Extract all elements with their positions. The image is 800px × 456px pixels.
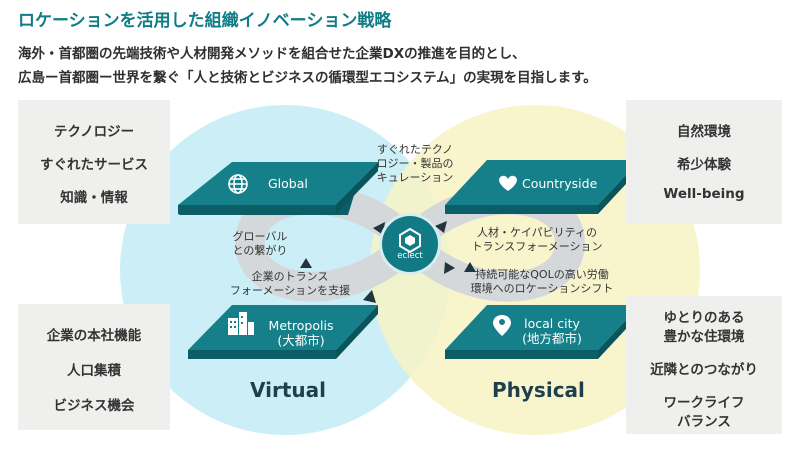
flow-label-lower-left-line-1: 企業のトランス [251,270,329,283]
flow-label-right: 人材・ケイパビリティの トランスフォーメーション [462,226,612,254]
arrow-metropolis-to-global [300,258,312,268]
location-pin-icon [493,315,511,336]
right-bottom-item-3: 近隣とのつながり [650,362,758,378]
platform-countryside-label: Countryside [522,176,598,191]
right-bottom-item-4: ワークライフ [663,395,745,411]
platform-local-city-name: local city [524,316,580,331]
left-bottom-item-1: 企業の本社機能 [46,328,142,344]
platform-metropolis-name: Metropolis [268,318,334,333]
left-bottom-item-2: 人口集積 [67,363,121,379]
flow-label-top-line-2: ロジー・製品の [376,157,454,170]
left-bottom-item-3: ビジネス機会 [53,398,135,414]
flow-label-lower-left: 企業のトランス フォーメーションを支援 [220,270,360,298]
right-top-item-3: Well-being [663,186,745,202]
flow-label-lower-right: 持続可能なQOLの高い労働 環境へのロケーションシフト [462,268,622,296]
arrow-center-to-metropolis [363,290,376,303]
right-bottom-item-2: 豊かな住環境 [663,329,745,345]
flow-label-left-line-2: との繋がり [232,244,288,257]
platform-metropolis-sub: (大都市) [277,333,325,348]
virtual-label: Virtual [250,378,326,402]
center-eclect: eclect [382,216,438,272]
physical-label: Physical [492,378,585,402]
flow-label-left-line-1: グローバル [232,230,288,243]
building-icon [228,312,254,335]
eclect-logo-icon [399,227,421,254]
flow-label-top: すぐれたテクノ ロジー・製品の キュレーション [360,143,470,185]
page-title: ロケーションを活用した組織イノベーション戦略 [18,11,392,31]
platform-global [178,162,378,215]
flow-label-lower-right-line-1: 持続可能なQOLの高い労働 [475,268,609,281]
arrow-local-to-countryside [464,262,476,272]
flow-label-top-line-1: すぐれたテクノ [376,143,454,156]
platform-local-city-label: local city (地方都市) [510,316,594,346]
flow-label-right-line-1: 人材・ケイパビリティの [477,226,597,239]
flow-label-top-line-3: キュレーション [376,171,454,184]
left-top-box: テクノロジー すぐれたサービス 知識・情報 [18,100,170,224]
right-bottom-item-5: バランス [677,414,731,430]
right-bottom-box: ゆとりのある 豊かな住環境 近隣とのつながり ワークライフ バランス [626,296,782,434]
right-top-box: 自然環境 希少体験 Well-being [626,100,782,224]
platform-metropolis [188,305,378,359]
heart-icon [499,175,517,191]
left-bottom-box: 企業の本社機能 人口集積 ビジネス機会 [18,304,170,430]
intro-line-2: 広島ー首都圏ー世界を繋ぐ「人と技術とビジネスの循環型エコシステム」の実現を目指し… [18,70,597,86]
flow-arrows [300,221,476,303]
platform-metropolis-label: Metropolis (大都市) [260,318,342,348]
left-top-item-3: 知識・情報 [60,190,128,206]
arrow-local-to-center [444,262,455,274]
right-bottom-item-1: ゆとりのある [663,310,745,326]
arrow-center-to-countryside [435,221,447,233]
globe-icon [228,174,248,194]
right-top-item-1: 自然環境 [677,124,731,140]
left-top-item-1: テクノロジー [53,124,135,140]
flow-label-left: グローバル との繋がり [220,230,300,258]
intro-line-1: 海外・首都圏の先端技術や人材開発メソッドを組合せた企業DXの推進を目的とし、 [18,46,526,62]
left-top-item-2: すぐれたサービス [40,157,148,173]
flow-label-lower-right-line-2: 環境へのロケーションシフト [470,282,614,295]
platform-global-label: Global [268,176,308,191]
flow-label-lower-left-line-2: フォーメーションを支援 [229,284,351,297]
flow-label-right-line-2: トランスフォーメーション [471,240,603,253]
arrow-global-to-center [373,222,385,235]
right-top-item-2: 希少体験 [677,157,731,173]
center-label: eclect [397,251,423,261]
platform-local-city-sub: (地方都市) [522,331,582,346]
